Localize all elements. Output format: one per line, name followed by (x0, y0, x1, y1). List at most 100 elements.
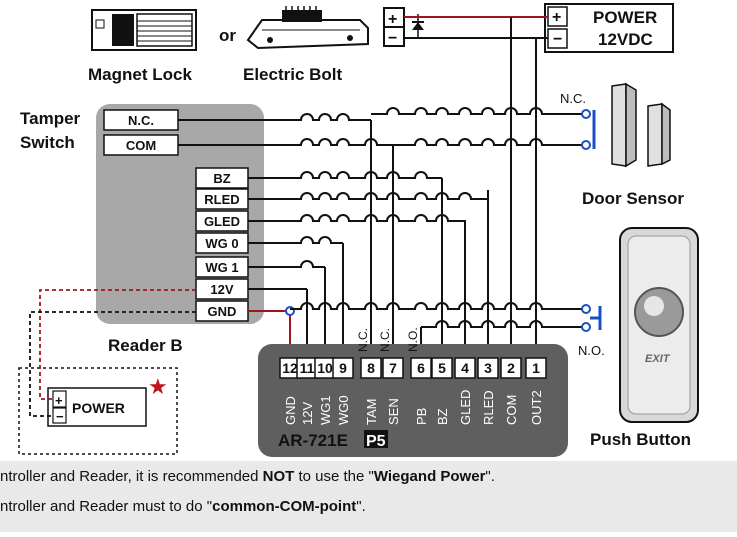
controller-contact-labels: N.C. N.C. N.O. (356, 327, 420, 352)
door-sensor-run-2 (393, 138, 582, 146)
reader-name: Reader B (108, 336, 183, 355)
controller-pin-label: PB (414, 408, 429, 425)
controller-pin-label: 12V (300, 402, 315, 425)
notes-panel: ntroller and Reader, it is recommended N… (0, 461, 737, 532)
signal-wires (178, 17, 582, 358)
controller-pin-label: WG0 (336, 395, 351, 425)
recommend-star-icon: ★ (148, 374, 168, 399)
reader-terminal-label: N.C. (128, 113, 154, 128)
lock-terminal (383, 7, 405, 47)
controller-pin (477, 357, 499, 379)
reader-terminal-label: WG 0 (205, 236, 238, 251)
controller-badge-bg (364, 430, 388, 448)
controller-pin-label: GND (283, 396, 298, 425)
controller-pin-label: GLED (458, 390, 473, 425)
door-sensor-label: Door Sensor (582, 189, 684, 208)
wg1-run (248, 260, 325, 268)
note-1-text: ntroller and Reader, it is recommended (0, 468, 263, 485)
controller-model: AR-721E (278, 431, 348, 450)
gled-run (248, 214, 465, 222)
reader-terminal-label: WG 1 (205, 260, 238, 275)
reader-power-minus: − (56, 409, 64, 424)
note-1-text-mid: to use the " (294, 468, 374, 485)
reader-power-plus: + (55, 393, 63, 408)
reader-terminal-label: 12V (210, 282, 233, 297)
controller-pin-label: OUT2 (529, 390, 544, 425)
push-button-contact-icon (581, 304, 602, 332)
controller-pin (410, 357, 432, 379)
controller-pin (431, 357, 453, 379)
controller-contact-label: N.C. (378, 328, 392, 352)
door-sensor-icon (611, 82, 671, 168)
controller-pin (525, 357, 547, 379)
note-1-text-end: ". (485, 468, 495, 485)
electric-bolt-label: Electric Bolt (243, 65, 343, 84)
door-sensor-contact-label: N.C. (560, 91, 586, 106)
controller-pin-number: 10 (317, 360, 333, 376)
controller-pin-number: 9 (339, 360, 347, 376)
magnet-lock-icon (91, 9, 197, 51)
or-label: or (219, 26, 236, 45)
push-button-run-1 (290, 302, 582, 310)
push-button-run-2 (421, 320, 582, 328)
exit-button-icon (619, 227, 699, 423)
reader-terminal-label: GLED (204, 214, 240, 229)
power-title: POWER (593, 8, 657, 27)
controller-pin-number: 2 (507, 360, 515, 376)
controller-contact-label: N.O. (406, 327, 420, 352)
lock-minus: − (388, 30, 397, 47)
note-2-text: ntroller and Reader must to do " (0, 498, 213, 515)
controller-contact-label: N.C. (356, 328, 370, 352)
controller-pin-number: 11 (300, 360, 315, 376)
controller-pin-label: TAM (364, 399, 379, 425)
controller-pin (454, 357, 476, 379)
note-1-wiegand-power: Wiegand Power (373, 468, 486, 485)
reader-power-area (18, 367, 178, 455)
controller-pin (332, 357, 354, 379)
reader-power-label: POWER (72, 400, 125, 416)
controller-pin-number: 12 (282, 360, 298, 376)
controller-pin-number: 1 (532, 360, 540, 376)
push-button-label: Push Button (590, 430, 691, 449)
tamper-switch-label-2: Switch (20, 133, 75, 152)
rled-run (248, 192, 488, 200)
lock-plus: + (388, 11, 397, 28)
reader-terminal-label: RLED (204, 192, 239, 207)
controller-pin-label: WG1 (318, 395, 333, 425)
reader-terminal-label: BZ (213, 171, 230, 186)
reader-power-wires (29, 289, 196, 417)
magnet-lock-label: Magnet Lock (88, 65, 192, 84)
bz-run (248, 171, 442, 179)
note-2-common-com-point: common-COM-point (212, 498, 357, 515)
reader-terminal-label: GND (208, 304, 237, 319)
door-sensor-run-1 (371, 107, 582, 115)
controller-pin-number: 7 (389, 360, 397, 376)
power-plus: + (552, 9, 561, 26)
push-button-contact-label: N.O. (578, 343, 605, 358)
controller-pin-label: COM (504, 395, 519, 425)
tamper-com-run (178, 138, 393, 146)
reader-terminal-label: COM (126, 138, 156, 153)
note-line-1: ntroller and Reader, it is recommended N… (0, 468, 495, 485)
controller-pin-number: 5 (438, 360, 446, 376)
controller-pin (360, 357, 382, 379)
controller-pin-number: 8 (367, 360, 375, 376)
note-1-emphasis: NOT (262, 468, 295, 485)
door-sensor-contact-icon (581, 109, 596, 150)
power-minus: − (553, 31, 562, 48)
controller-badge: P5 (366, 433, 386, 450)
controller-pin-number: 3 (484, 360, 492, 376)
controller-pin-number: 6 (417, 360, 425, 376)
note-line-2: ntroller and Reader must to do "common-C… (0, 498, 366, 515)
lock-power-wires (404, 16, 548, 39)
controller-pin (382, 357, 404, 379)
controller-pin (500, 357, 522, 379)
exit-button-text: EXIT (645, 353, 671, 365)
tamper-nc-run (178, 113, 371, 121)
controller-terminal-block: 12GND1112V10WG19WG08TAM7SEN6PB5BZ4GLED3R… (279, 357, 547, 425)
controller-pin-number: 4 (461, 360, 469, 376)
controller-pin-label: BZ (435, 408, 450, 425)
controller-pin-label: RLED (481, 390, 496, 425)
electric-bolt-icon (246, 6, 369, 50)
